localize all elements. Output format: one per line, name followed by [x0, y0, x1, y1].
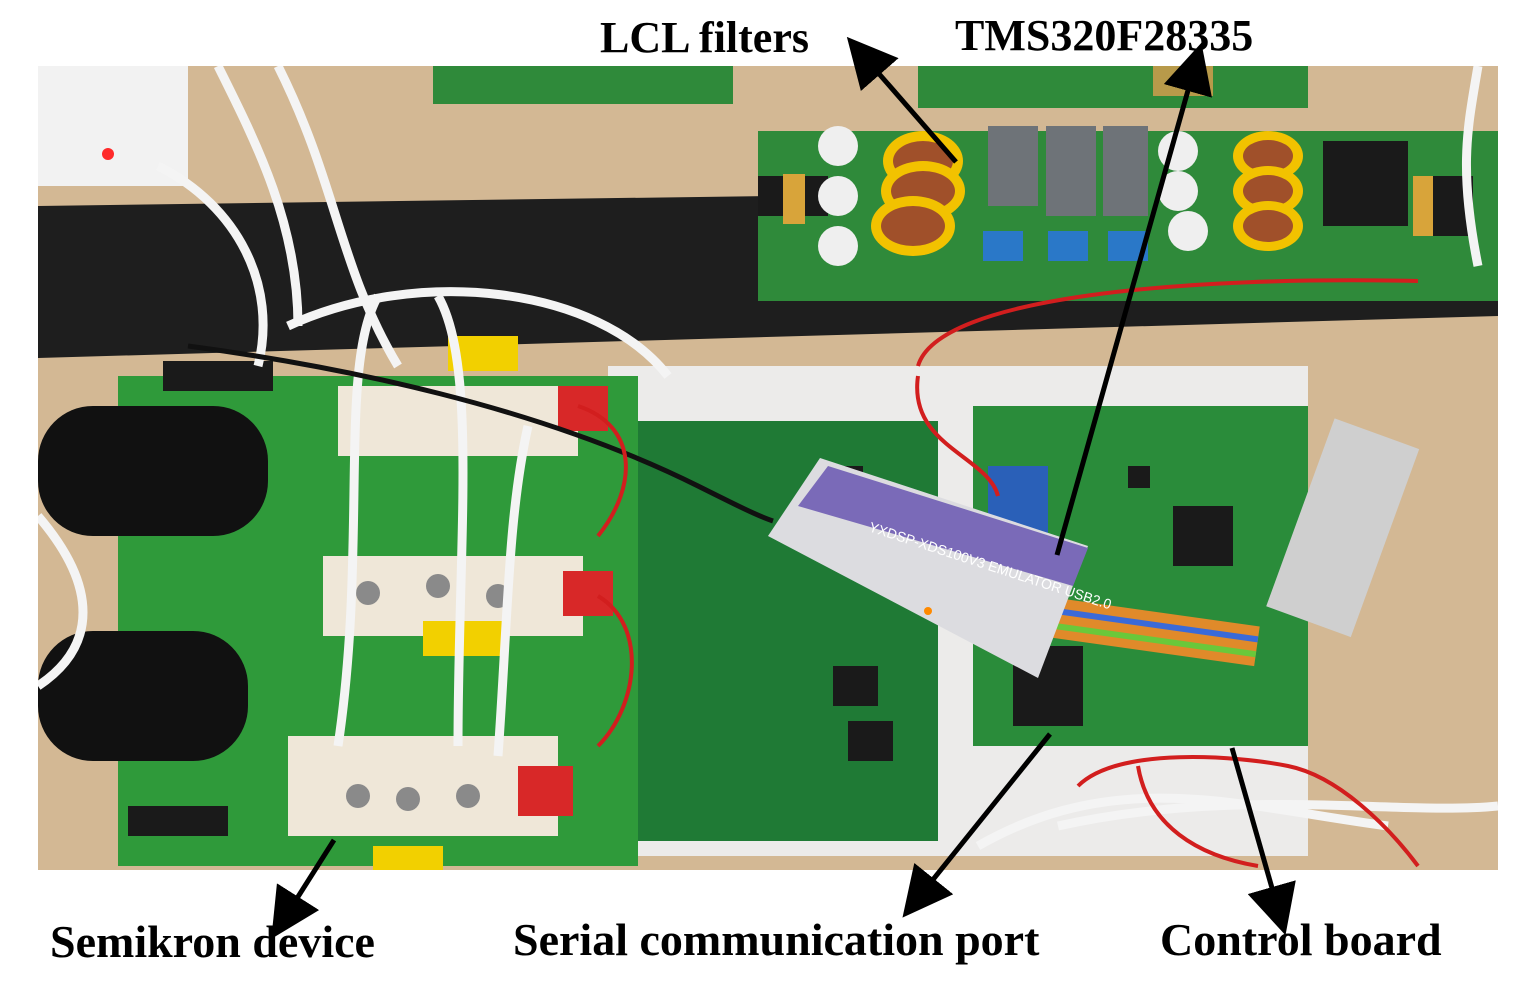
inductor-3 [871, 196, 955, 256]
label-semikron: Semikron device [50, 916, 375, 967]
label-serial-port: Serial communication port [513, 914, 1040, 965]
label-dsp: TMS320F28335 [955, 11, 1254, 60]
semikron-board [38, 336, 638, 870]
inductor-4 [1233, 131, 1303, 181]
lab-setup-photo: YXDSP-XDS100V3 EMULATOR USB2.0 [38, 66, 1498, 870]
inductor-6 [1233, 201, 1303, 251]
igbt-module-3 [288, 736, 558, 836]
usb-cable [187, 343, 774, 524]
lcl-filter-board [758, 126, 1498, 301]
driver-board [638, 421, 938, 841]
xds100-emulator: YXDSP-XDS100V3 EMULATOR USB2.0 [768, 458, 1114, 678]
inductor-5 [1233, 166, 1303, 216]
top-board-right [918, 66, 1308, 108]
white-cables [38, 66, 1498, 850]
top-board-left [433, 66, 733, 104]
label-control-board: Control board [1160, 914, 1442, 965]
dsp-chip [1173, 506, 1233, 566]
label-lcl-filters: LCL filters [600, 13, 809, 62]
photo-illustration: YXDSP-XDS100V3 EMULATOR USB2.0 [38, 66, 1498, 870]
